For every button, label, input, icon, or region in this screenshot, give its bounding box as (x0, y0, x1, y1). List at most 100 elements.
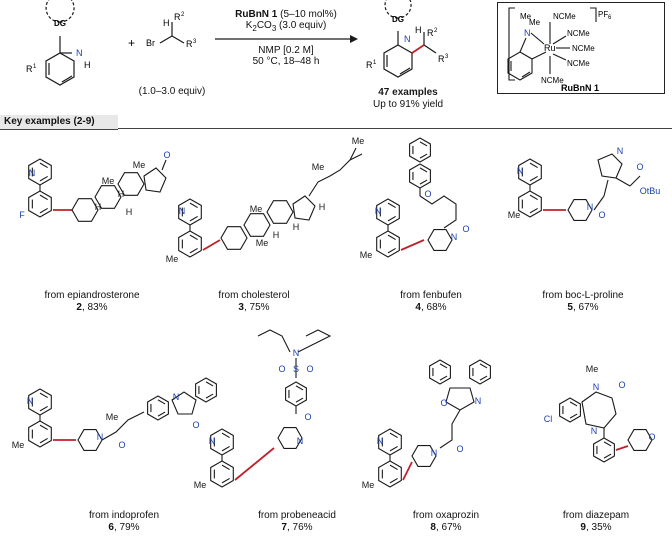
ex8-atom-n-oxazole: N (475, 396, 482, 406)
ex4-atom-o2: O (462, 224, 469, 234)
ex9-oxane-ring (627, 429, 653, 451)
ex4-piperidine-ring (427, 229, 453, 251)
substrate-r1: R (26, 64, 33, 74)
ex7-pyridine-ring-double-bond (221, 432, 230, 439)
ex3-pyridine-ring-double-bond (189, 202, 198, 209)
ex7-atom-o3: O (304, 412, 311, 422)
example-5-source: from boc-L-proline (542, 290, 624, 301)
condition-temp-time: 50 °C, 18–48 h (252, 56, 320, 67)
ex9-atom-me: Me (586, 364, 599, 374)
ex2-aryl-ring-double-bond (39, 194, 48, 201)
examples-count-text: 47 examples (378, 87, 438, 98)
ex7-phenyl-ring-double-bond (295, 385, 304, 391)
substrate-dg-text: DG (54, 19, 66, 28)
condition-base-k: K (245, 20, 253, 31)
example-8-caption: from oxaprozin 8, 67% (371, 510, 521, 534)
example-4-yield: , 68% (420, 302, 447, 313)
ex9-chlorobenzo-ring-double-bond (569, 401, 578, 407)
catalyst-me1: Me (520, 12, 532, 21)
section-title: Key examples (2-9) (4, 116, 95, 127)
ex8-phenyl-2 (469, 359, 491, 385)
example-2-number: 2 (76, 302, 82, 313)
ex3-pyridine-ring-double-bond (189, 215, 198, 222)
ex3-ring-a (220, 226, 248, 250)
ex4-biphenyl-ring-1-double-bond (419, 153, 428, 159)
product-dg-text: DG (392, 15, 404, 24)
ex7-phenyl-ring-double-bond (295, 397, 304, 403)
ex2-aryl-ring (28, 190, 52, 218)
catalyst-me2: Me (529, 18, 541, 27)
ex2-atom-h3: H (126, 207, 133, 217)
ex5-pyridine-ring-double-bond (529, 162, 538, 169)
ex2-ketone (161, 159, 167, 171)
ex8-aryl-ring-double-bond (389, 464, 398, 471)
condition-solvent: NMP [0.2 M] (258, 45, 314, 56)
ex6-atom-o1: O (118, 440, 125, 450)
ex7-atom-n-pip: N (297, 436, 304, 446)
ex4-aryl-ring-double-bond (387, 234, 396, 241)
ex7-atom-s: S (293, 364, 299, 374)
ex3-ring-d (292, 195, 316, 221)
ex6-benzo-ring-double-bond (205, 393, 214, 399)
ex6-atom-n-iso: N (173, 392, 180, 402)
ex2-ring-a (71, 198, 99, 222)
ex4-aryl-ring (376, 230, 400, 258)
ex6-atom-o2: O (192, 420, 199, 430)
ex4-atom-me: Me (360, 250, 373, 260)
example-3-yield: , 75% (243, 302, 270, 313)
ex6-benzo-ring (195, 377, 217, 403)
ex7-aryl-ring-double-bond (221, 464, 230, 471)
ex5-aryl-ring (518, 190, 542, 218)
ex3-aryl-ring-double-bond (189, 247, 198, 254)
catalyst-box (497, 2, 665, 94)
ex5-aryl-ring-double-bond (529, 207, 538, 214)
example-9-number: 9 (580, 522, 586, 533)
example-3-source: from cholesterol (218, 290, 290, 301)
example-6-caption: from indoprofen 6, 79% (49, 510, 199, 534)
ex4-aryl-ring-double-bond (387, 247, 396, 254)
ex8-phenyl-1-double-bond (439, 363, 448, 369)
ex3-atom-me: Me (166, 254, 179, 264)
catalyst-n: N (524, 28, 531, 38)
ex6-isoindolinone-ring (171, 391, 197, 415)
ex7-atom-o1: O (278, 364, 285, 374)
condition-base-sub1: 2 (252, 24, 257, 33)
ex5-atom-me: Me (508, 210, 521, 220)
ex8-pyridine-ring-double-bond (389, 445, 398, 452)
alkyl-r2: R (174, 12, 181, 22)
example-4-number: 4 (415, 302, 421, 313)
ex5-atom-o1: O (598, 210, 605, 220)
ex4-chain (419, 195, 457, 229)
ex2-ring-d (143, 167, 167, 193)
ex4-pyridine-ring-double-bond (387, 215, 396, 222)
ex8-new-bond (402, 461, 413, 481)
ex9-diazepine-ring (581, 391, 617, 429)
ex8-phenyl-1 (429, 359, 451, 385)
ex2-ring-c (117, 172, 145, 196)
ex8-phenyl-2-double-bond (479, 375, 488, 381)
example-6-yield: , 79% (113, 522, 140, 533)
ex5-atom-o2: O (636, 162, 643, 172)
example-6-source: from indoprofen (88, 510, 160, 521)
ex6-atom-n-py: N (27, 396, 34, 406)
ex2-atom-me2: Me (133, 160, 146, 170)
catalyst-name: RuBnN 1 (561, 83, 599, 93)
ex3-aryl-ring (178, 230, 202, 258)
ex6-atom-me: Me (106, 412, 119, 422)
ex4-biphenyl-ring-2-double-bond (419, 167, 428, 173)
substrate-r1-sup: 1 (33, 64, 37, 70)
yield-max: Up to 91% yield (372, 99, 444, 110)
ex5-atom-n-py: N (517, 166, 524, 176)
ex3-atom-me4: Me (312, 162, 325, 172)
product-r1-sup: 1 (373, 60, 377, 66)
ex6-phenyl-ring-double-bond (157, 399, 166, 405)
ex8-phenyl-1-double-bond (439, 375, 448, 381)
ex8-phenyl-2-double-bond (479, 363, 488, 369)
ex2-atom-o: O (163, 150, 170, 160)
example-2-yield: , 83% (81, 302, 108, 313)
ex6-piperidine-ring (77, 429, 103, 451)
ex7-aryl-ring (210, 460, 234, 488)
ex9-atom-o2: O (648, 432, 655, 442)
example-4-caption: from fenbufen 4, 68% (356, 290, 506, 314)
ex2-pyridine-ring-double-bond (39, 162, 48, 169)
